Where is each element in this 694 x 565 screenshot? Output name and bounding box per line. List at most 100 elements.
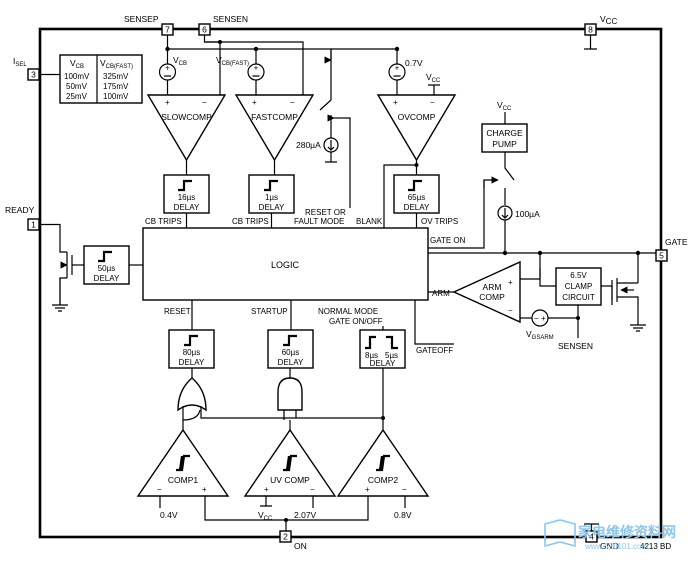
svg-text:OVCOMP: OVCOMP: [398, 112, 436, 122]
slowcomp: + − SLOWCOMP: [146, 94, 227, 175]
svg-text:VCC: VCC: [258, 510, 273, 522]
svg-text:ISEL: ISEL: [13, 56, 27, 68]
svg-text:VGSARM: VGSARM: [526, 329, 554, 341]
svg-text:VCC: VCC: [426, 72, 441, 84]
svg-text:−: −: [310, 485, 315, 494]
isel-table: VCB VCB(FAST) 100mV 50mV 25mV 325mV 175m…: [39, 54, 143, 104]
svg-text:RESET: RESET: [164, 307, 191, 316]
chip-outline: [38, 27, 663, 539]
svg-text:8µs: 8µs: [365, 351, 378, 360]
delay-1us: 1µs DELAY: [248, 174, 295, 228]
svg-text:DELAY: DELAY: [94, 274, 120, 283]
svg-text:VCB: VCB: [173, 55, 187, 67]
svg-text:SENSEP: SENSEP: [124, 14, 159, 24]
svg-text:RESET OR: RESET OR: [305, 208, 346, 217]
svg-text:VCB(FAST): VCB(FAST): [100, 58, 133, 70]
svg-text:NORMAL MODE: NORMAL MODE: [318, 307, 378, 316]
svg-text:+: +: [264, 485, 269, 494]
svg-text:BLANK: BLANK: [356, 217, 383, 226]
svg-text:ARM: ARM: [432, 289, 450, 298]
svg-text:175mV: 175mV: [103, 82, 129, 91]
svg-text:UV COMP: UV COMP: [270, 475, 310, 485]
svg-text:DELAY: DELAY: [179, 358, 205, 367]
svg-text:5: 5: [659, 251, 664, 261]
gateoff-wire: [414, 300, 454, 345]
pin-sensen: 6 SENSEN: [198, 14, 248, 36]
svg-text:DELAY: DELAY: [404, 203, 430, 212]
sense-wiring: [165, 35, 335, 95]
svg-text:1: 1: [31, 220, 36, 230]
svg-text:100µA: 100µA: [515, 209, 540, 219]
svg-text:ARM: ARM: [483, 282, 502, 292]
svg-text:80µs: 80µs: [183, 348, 201, 357]
svg-text:COMP: COMP: [479, 292, 505, 302]
svg-text:−: −: [202, 98, 207, 107]
svg-text:+: +: [252, 98, 257, 107]
svg-text:www.520101.com: www.520101.com: [584, 542, 648, 551]
svg-text:VCC: VCC: [497, 100, 512, 112]
pin-vcc: 8 VCC: [584, 14, 617, 50]
svg-text:CIRCUIT: CIRCUIT: [562, 293, 595, 302]
svg-text:CB TRIPS: CB TRIPS: [145, 217, 182, 226]
svg-text:+: +: [541, 314, 546, 323]
svg-text:−: −: [157, 485, 162, 494]
svg-text:PUMP: PUMP: [492, 139, 517, 149]
logic-block: LOGIC CB TRIPS CB TRIPS RESET OR FAULT M…: [142, 208, 466, 355]
svg-text:STARTUP: STARTUP: [251, 307, 288, 316]
svg-text:100mV: 100mV: [103, 92, 129, 101]
svg-text:FAULT MODE: FAULT MODE: [294, 217, 344, 226]
svg-text:SENSEN: SENSEN: [213, 14, 248, 24]
delay-8us-5us: 8µs 5µs DELAY: [359, 326, 406, 369]
svg-text:VCB: VCB: [70, 58, 84, 70]
delay-16us: 16µs DELAY: [163, 174, 210, 228]
svg-text:−: −: [430, 98, 435, 107]
svg-text:8: 8: [588, 25, 593, 35]
svg-text:50µs: 50µs: [98, 264, 116, 273]
svg-text:LOGIC: LOGIC: [271, 260, 300, 270]
svg-text:GATE ON/OFF: GATE ON/OFF: [329, 317, 383, 326]
svg-text:GND: GND: [600, 541, 619, 551]
svg-text:+: +: [165, 98, 170, 107]
svg-text:16µs: 16µs: [178, 193, 196, 202]
svg-text:+: +: [395, 64, 400, 73]
svg-text:+: +: [202, 485, 207, 494]
svg-text:GATEOFF: GATEOFF: [416, 346, 453, 355]
svg-text:+: +: [508, 278, 513, 287]
svg-text:6.5V: 6.5V: [570, 271, 587, 280]
pin-gate: 5 GATE: [655, 237, 688, 262]
vcb-source: + VCB: [158, 55, 187, 95]
svg-text:+: +: [393, 98, 398, 107]
svg-text:25mV: 25mV: [66, 92, 88, 101]
svg-text:325mV: 325mV: [103, 72, 129, 81]
svg-text:280µA: 280µA: [296, 140, 321, 150]
svg-text:READY: READY: [5, 205, 35, 215]
comp1: COMP1 − + 0.4V: [136, 420, 369, 521]
and-gate: [277, 368, 303, 420]
svg-text:4: 4: [589, 532, 594, 542]
svg-text:1µs: 1µs: [265, 193, 278, 202]
ovcomp: + − OVCOMP: [376, 94, 457, 228]
svg-text:50mV: 50mV: [66, 82, 88, 91]
svg-text:VCB(FAST): VCB(FAST): [216, 55, 249, 67]
svg-text:−: −: [534, 314, 539, 323]
svg-text:+: +: [365, 485, 370, 494]
pin-isel: 3 ISEL: [13, 56, 40, 81]
clamp-circuit: 6.5V CLAMP CIRCUIT: [539, 267, 613, 306]
pin-sensep: 7 SENSEP: [124, 14, 174, 36]
svg-text:VCC: VCC: [600, 14, 617, 26]
svg-text:2.07V: 2.07V: [294, 510, 317, 520]
svg-text:60µs: 60µs: [282, 348, 300, 357]
svg-text:CLAMP: CLAMP: [565, 282, 593, 291]
vcbfast-source: + VCB(FAST): [216, 55, 265, 95]
svg-text:DELAY: DELAY: [174, 203, 200, 212]
svg-text:2: 2: [283, 532, 288, 542]
svg-text:CB TRIPS: CB TRIPS: [232, 217, 269, 226]
delay-60us: 60µs DELAY: [267, 300, 314, 369]
svg-text:65µs: 65µs: [408, 193, 426, 202]
svg-text:6: 6: [202, 25, 207, 35]
output-nmos: [611, 278, 646, 332]
svg-text:COMP2: COMP2: [368, 475, 399, 485]
svg-text:DELAY: DELAY: [278, 358, 304, 367]
watermark: 家电维修资料网 www.520101.com: [544, 519, 676, 551]
